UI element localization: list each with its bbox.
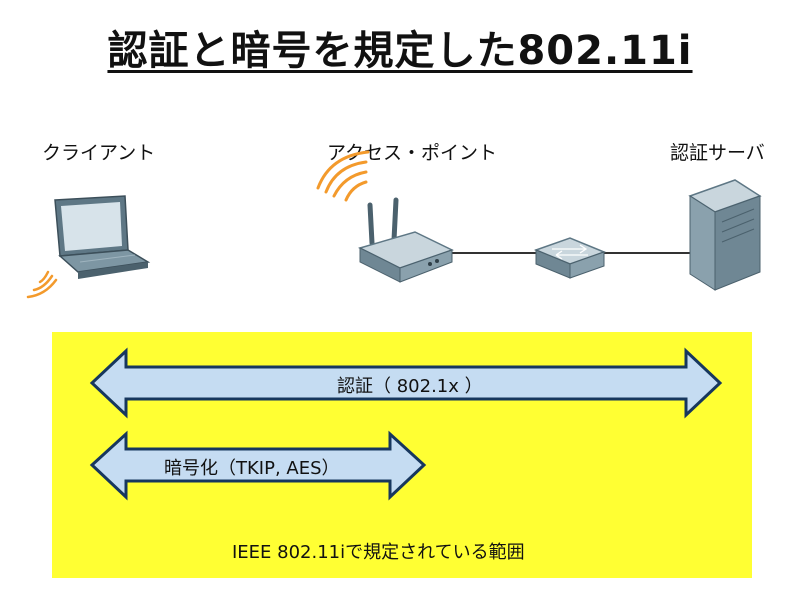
server-icon (688, 179, 762, 291)
access-point-label: アクセス・ポイント (327, 142, 498, 164)
auth-arrow (89, 347, 723, 419)
client-label: クライアント (42, 142, 156, 164)
page-title: 認証と暗号を規定した802.11i (107, 28, 693, 74)
access-point-icon (357, 197, 454, 283)
encryption-arrow-label: 暗号化（TKIP, AES） (164, 458, 340, 479)
auth-arrow-label: 認証（ 802.1x ） (337, 376, 483, 397)
encryption-arrow (89, 430, 427, 501)
client-signal-icon (26, 270, 58, 299)
scope-note: IEEE 802.11iで規定されている範囲 (232, 542, 525, 563)
laptop-icon (54, 195, 151, 279)
switch-icon (533, 237, 607, 279)
auth-server-label: 認証サーバ (670, 142, 765, 164)
access-point-signal-icon (316, 150, 370, 202)
